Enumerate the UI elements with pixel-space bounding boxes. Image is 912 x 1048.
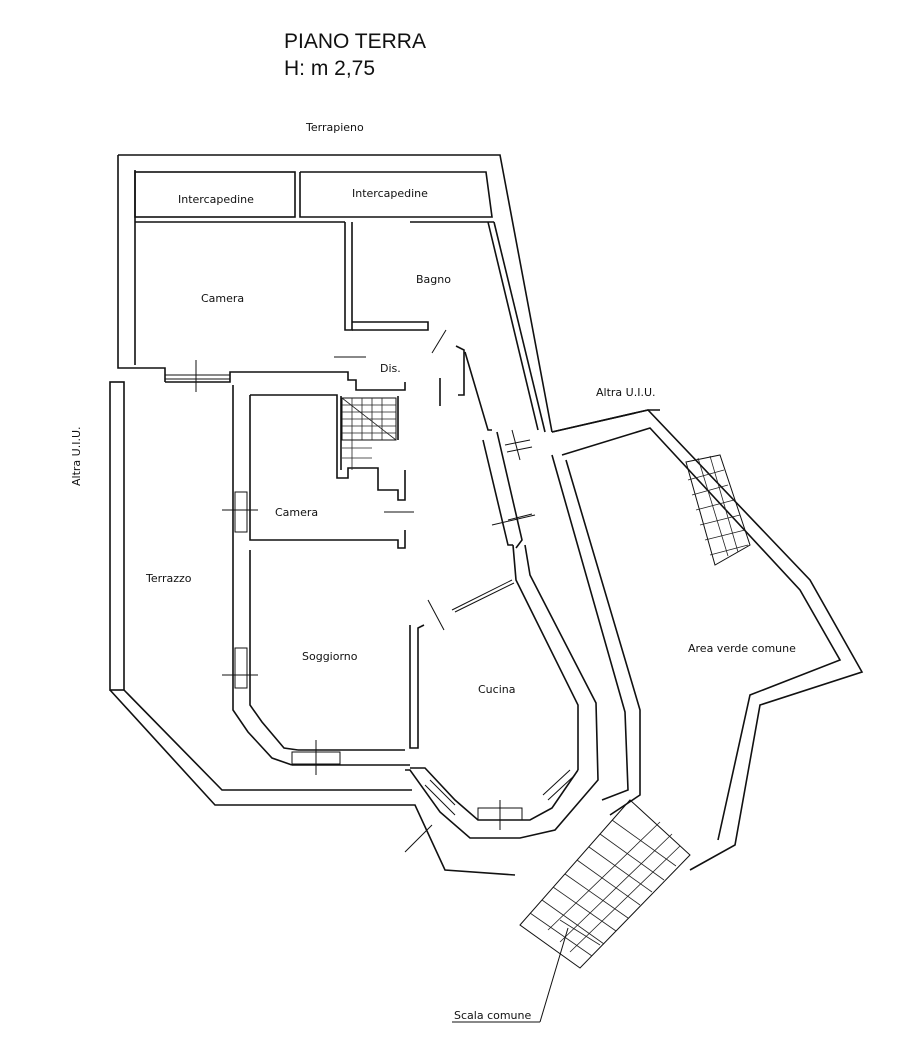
garden-stair — [685, 454, 751, 566]
label-soggiorno: Soggiorno — [302, 650, 358, 663]
inner-walls-east — [292, 431, 599, 839]
scala-leader — [452, 927, 569, 1023]
label-altra-uiu-right: Altra U.I.U. — [596, 386, 656, 399]
label-intercapedine-right: Intercapedine — [352, 187, 428, 200]
label-altra-uiu-left: Altra U.I.U. — [70, 427, 83, 487]
ceiling-height: H: m 2,75 — [284, 57, 376, 80]
label-scala-comune: Scala comune — [454, 1009, 532, 1022]
label-dis: Dis. — [380, 362, 401, 375]
inner-walls-top — [334, 221, 546, 433]
label-bagno: Bagno — [416, 273, 451, 286]
label-camera-top: Camera — [201, 292, 244, 305]
inner-walls-mid — [165, 371, 414, 766]
label-area-verde: Area verde comune — [688, 642, 796, 655]
label-intercapedine-left: Intercapedine — [178, 193, 254, 206]
common-stair — [519, 799, 691, 969]
label-terrapieno: Terrapieno — [305, 121, 364, 134]
label-terrazzo: Terrazzo — [145, 572, 192, 585]
terrazzo-walls — [109, 381, 516, 876]
internal-stair — [341, 397, 397, 470]
window-marks — [165, 360, 576, 853]
intercapedine-walls — [134, 171, 494, 223]
label-camera-mid: Camera — [275, 506, 318, 519]
page-title: PIANO TERRA — [284, 30, 426, 53]
label-cucina: Cucina — [478, 683, 515, 696]
area-verde-boundary — [551, 409, 864, 871]
